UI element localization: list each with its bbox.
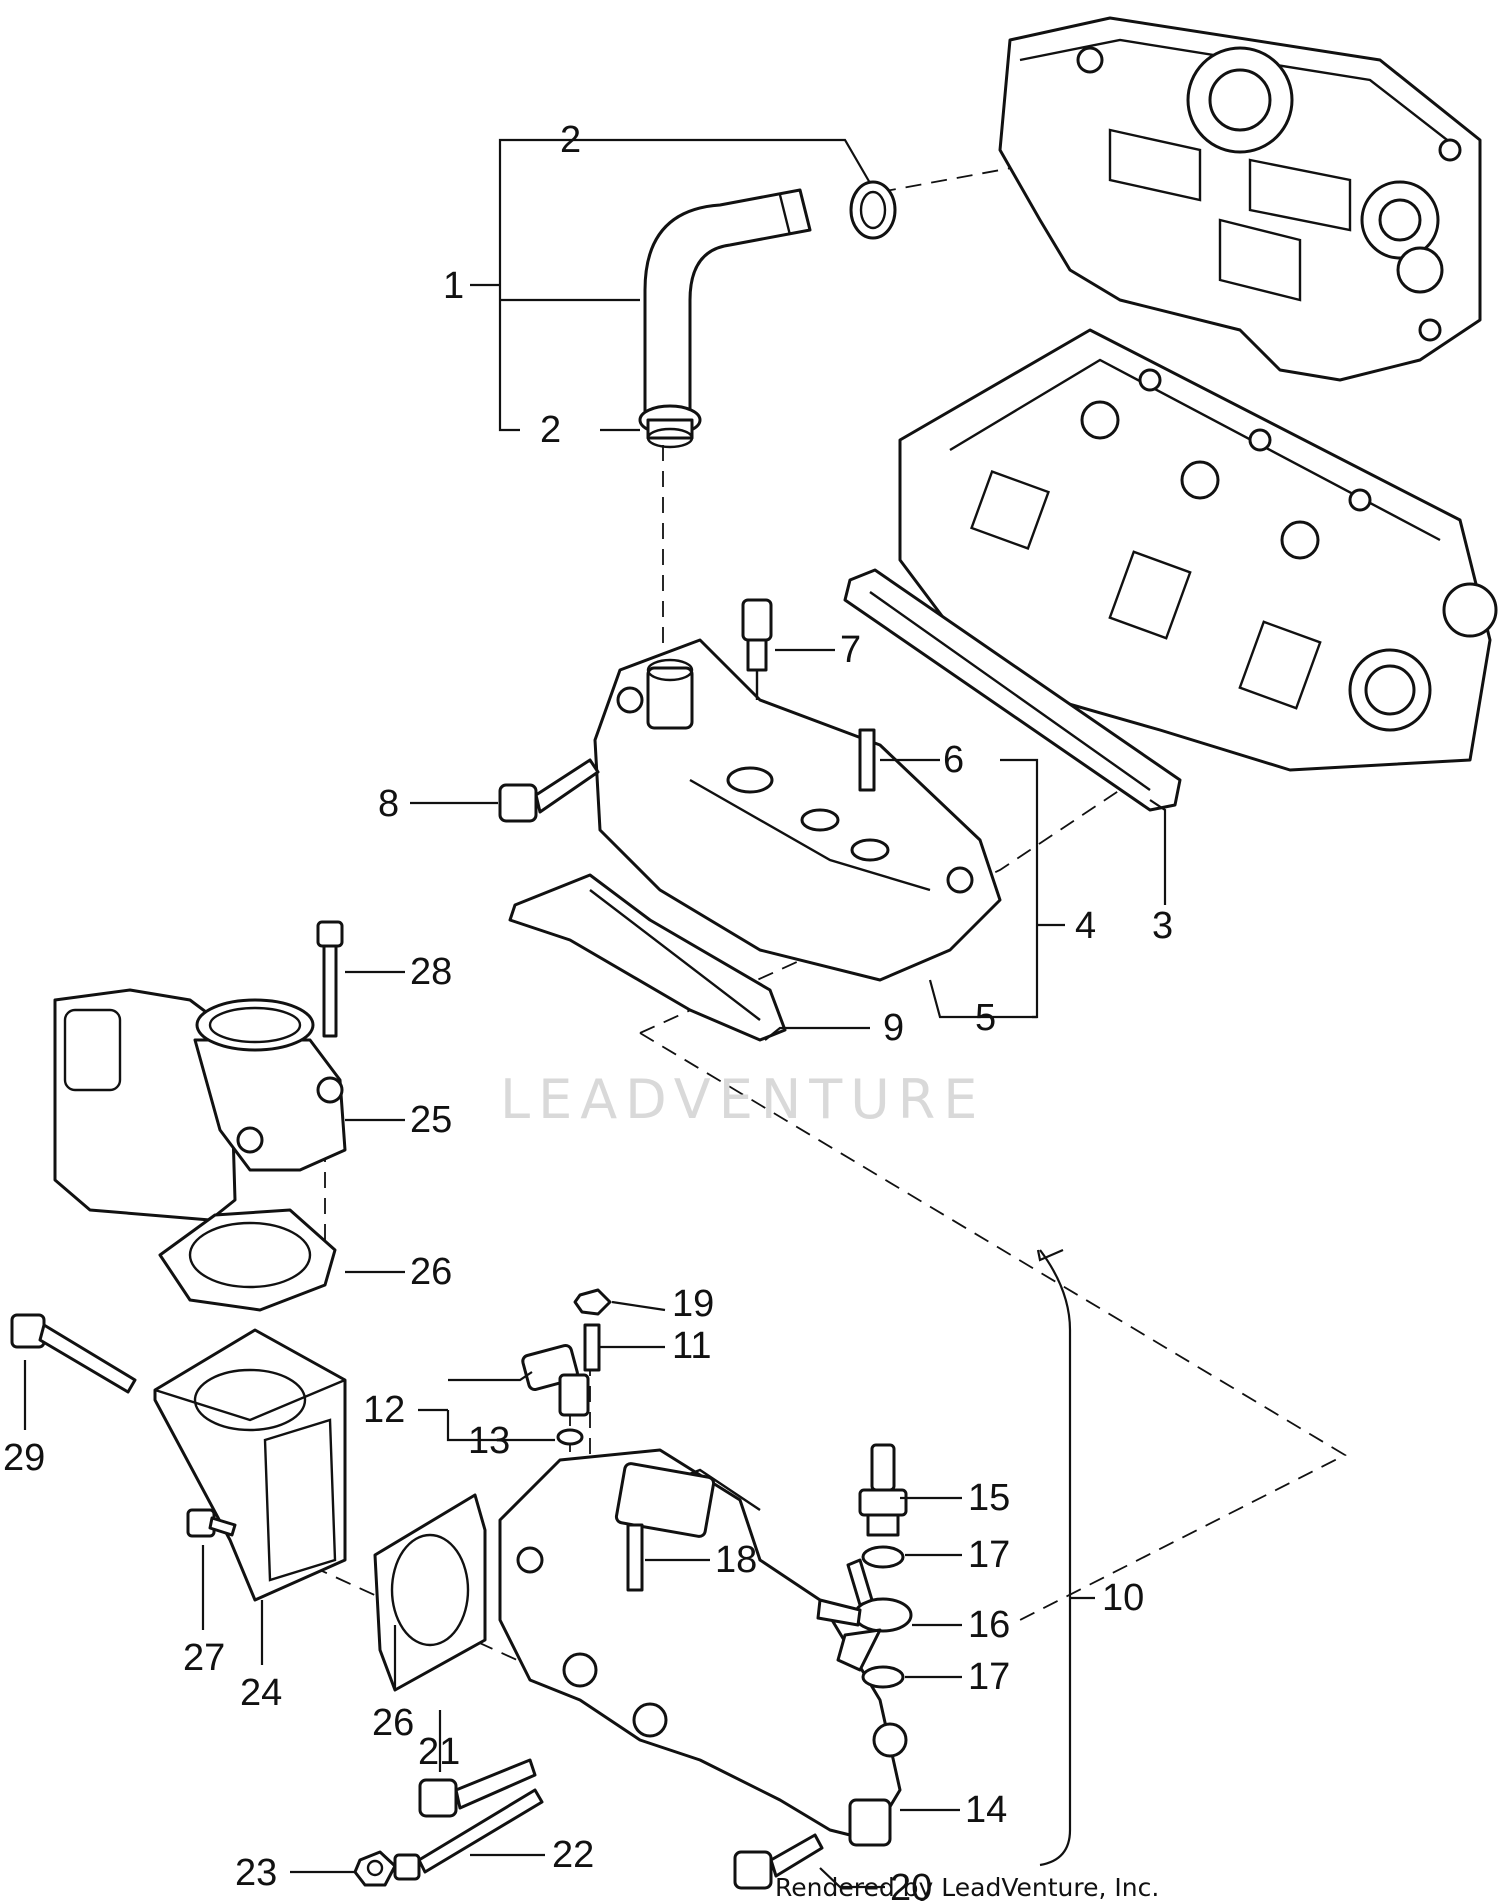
callout-29: 29: [3, 1437, 45, 1479]
callout-24: 24: [240, 1672, 282, 1714]
callout-1: 1: [443, 265, 464, 307]
callout-17-upper: 17: [968, 1534, 1010, 1576]
callout-19: 19: [672, 1283, 714, 1325]
valve-cover: [998, 16, 1482, 382]
callout-8: 8: [378, 783, 399, 825]
callout-12: 12: [363, 1389, 405, 1431]
sensor-12: [521, 1343, 590, 1417]
callout-26-lower: 26: [372, 1702, 414, 1744]
washer-17-lower: [861, 1665, 905, 1689]
callout-13: 13: [468, 1420, 510, 1462]
callout-23: 23: [235, 1852, 277, 1894]
hose-clamp-2-lower: [638, 404, 702, 449]
watermark-text: LEADVENTURE: [500, 1068, 985, 1131]
callout-2-lower: 2: [540, 409, 561, 451]
callout-10: 10: [1102, 1577, 1144, 1619]
callout-3: 3: [1152, 905, 1173, 947]
hose-fitting-15: [858, 1443, 908, 1537]
washer-17-upper: [861, 1545, 905, 1569]
callout-28: 28: [410, 951, 452, 993]
callout-4: 4: [1075, 905, 1096, 947]
nut-23: [353, 1850, 397, 1887]
callout-27: 27: [183, 1637, 225, 1679]
gasket-26-upper: [158, 1208, 337, 1312]
callout-numbers: 1 2 2 3 4 5 6 7 8 9 10 11 12 13 14 15 16…: [3, 119, 1173, 1902]
stud-6: [858, 728, 876, 792]
temperature-sensor-7: [741, 598, 773, 700]
callout-20: 20: [890, 1867, 932, 1902]
callout-7: 7: [840, 629, 861, 671]
hose-clamp-2-upper: [849, 180, 897, 240]
banjo-fitting-16: [816, 1558, 913, 1672]
egr-body-14: [498, 1448, 908, 1847]
callout-22: 22: [552, 1834, 594, 1876]
bolt-27: [186, 1508, 237, 1538]
callout-17-lower: 17: [968, 1656, 1010, 1698]
o-ring-13: [556, 1428, 584, 1446]
callout-26-upper: 26: [410, 1251, 452, 1293]
callout-18: 18: [715, 1539, 757, 1581]
throttle-body-25: [53, 988, 347, 1222]
callout-25: 25: [410, 1099, 452, 1141]
bolt-8: [498, 758, 600, 823]
callout-15: 15: [968, 1477, 1010, 1519]
long-bolt-29: [10, 1313, 137, 1394]
breather-hose-1: [643, 188, 812, 422]
intake-manifold-4: [593, 638, 1002, 982]
callout-21: 21: [418, 1731, 460, 1773]
gasket-26-lower: [373, 1493, 487, 1692]
leader-lines: [23, 138, 1167, 1889]
callout-5: 5: [975, 997, 996, 1039]
footer-credit: Rendered by LeadVenture, Inc.: [775, 1873, 1159, 1902]
cylinder-head: [898, 328, 1498, 772]
stud-11: [583, 1323, 601, 1372]
callout-9: 9: [883, 1007, 904, 1049]
bolt-20: [733, 1833, 824, 1890]
callout-6: 6: [943, 739, 964, 781]
intake-gasket-3: [843, 568, 1182, 812]
stud-18: [626, 1523, 644, 1592]
nut-19: [573, 1288, 612, 1316]
callout-14: 14: [965, 1789, 1007, 1831]
bolt-21: [418, 1758, 537, 1818]
callout-11: 11: [672, 1325, 711, 1367]
callout-16: 16: [968, 1604, 1010, 1646]
bolt-28: [316, 920, 344, 1038]
throttle-adapter-24: [153, 1328, 347, 1602]
callout-2-upper: 2: [560, 119, 581, 161]
